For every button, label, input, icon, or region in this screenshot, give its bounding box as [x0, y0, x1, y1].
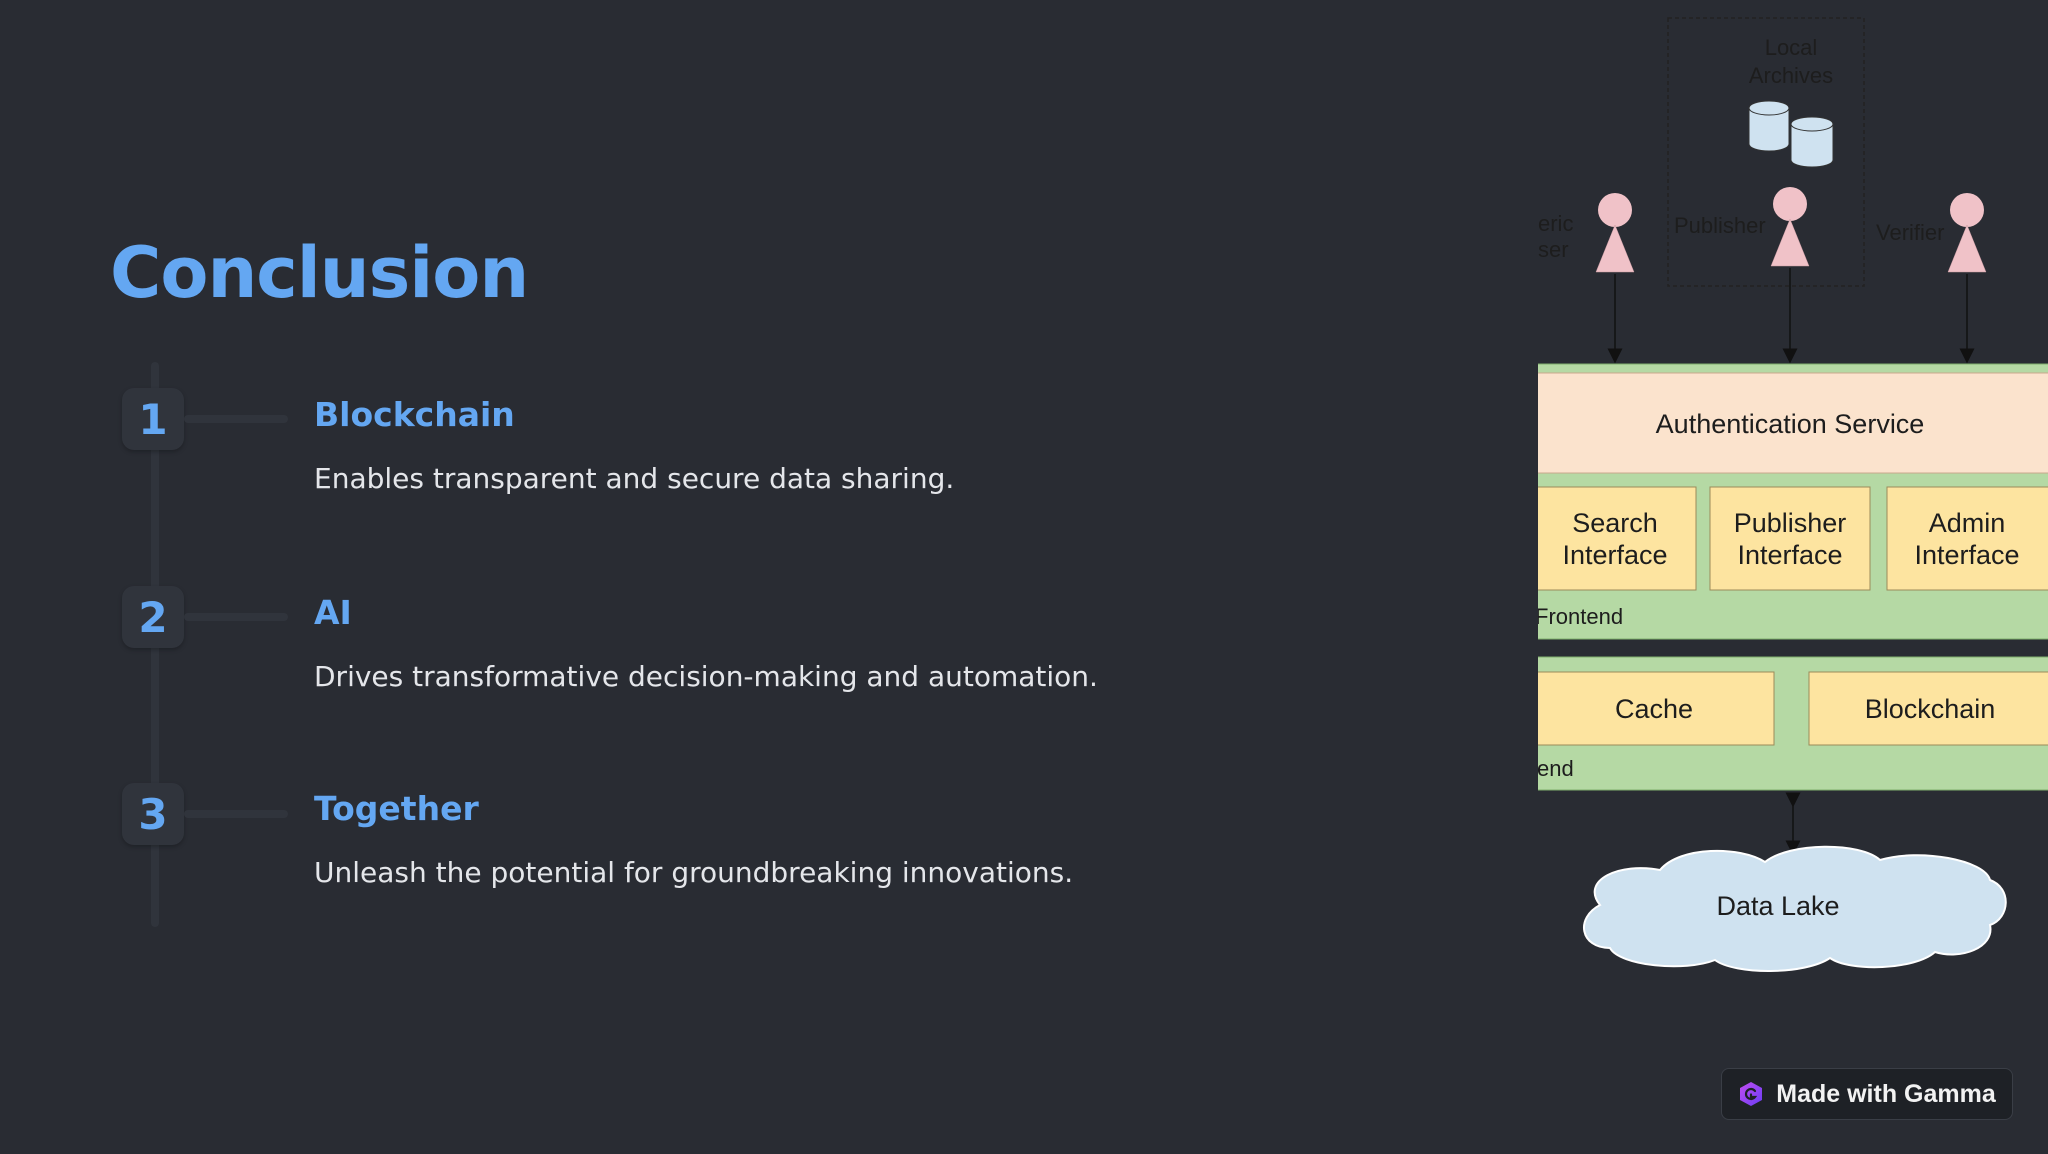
gamma-badge-label: Made with Gamma	[1776, 1079, 1996, 1108]
step-heading: Together	[314, 789, 479, 828]
step-description: Enables transparent and secure data shar…	[314, 462, 955, 495]
admin-interface-label: Admin	[1929, 508, 2006, 538]
cache-label: Cache	[1615, 694, 1693, 724]
backend-label: end	[1538, 756, 1574, 781]
database-icon	[1748, 100, 1790, 152]
database-icon	[1790, 116, 1834, 168]
admin-interface-box	[1886, 486, 2048, 591]
cloud-icon	[1583, 845, 2007, 972]
gamma-logo-icon	[1740, 1082, 1763, 1106]
frontend-label: Frontend	[1538, 604, 1623, 629]
blockchain-box	[1808, 671, 2048, 746]
actor-label-verifier: Verifier	[1876, 220, 1944, 245]
step-heading: Blockchain	[314, 395, 515, 434]
search-interface-label: Interface	[1562, 540, 1667, 570]
made-with-gamma-button[interactable]: Made with Gamma	[1721, 1068, 2013, 1120]
verifier-actor-icon	[1947, 193, 1987, 273]
local-archives-label: Local	[1765, 35, 1818, 60]
publisher-actor-icon	[1770, 187, 1810, 267]
auth-service-label: Authentication Service	[1656, 409, 1925, 439]
step-heading: AI	[314, 593, 352, 632]
admin-interface-label: Interface	[1914, 540, 2019, 570]
step-number-badge: 2	[122, 586, 184, 648]
page-title: Conclusion	[110, 232, 529, 314]
search-interface-box	[1538, 486, 1697, 591]
auth-service-box	[1538, 372, 2048, 474]
blockchain-label: Blockchain	[1865, 694, 1996, 724]
step-connector	[184, 613, 288, 621]
publisher-interface-label: Publisher	[1734, 508, 1847, 538]
architecture-diagram: Local Archives eric ser Publish	[1538, 0, 2048, 1000]
user-actor-icon	[1595, 193, 1635, 273]
data-lake-label: Data Lake	[1716, 891, 1839, 921]
search-interface-label: Search	[1572, 508, 1658, 538]
step-connector	[184, 810, 288, 818]
cache-box	[1538, 671, 1775, 746]
step-description: Drives transformative decision-making an…	[314, 660, 1098, 693]
actor-label-publisher: Publisher	[1674, 213, 1766, 238]
archives-boundary	[1667, 17, 1865, 287]
actor-label-generic: eric	[1538, 211, 1573, 236]
step-number-badge: 1	[122, 388, 184, 450]
publisher-interface-box	[1709, 486, 1871, 591]
actor-label-generic: ser	[1538, 237, 1569, 262]
step-description: Unleash the potential for groundbreaking…	[314, 856, 1074, 889]
step-number-badge: 3	[122, 783, 184, 845]
publisher-interface-label: Interface	[1737, 540, 1842, 570]
step-connector	[184, 415, 288, 423]
local-archives-label: Archives	[1749, 63, 1833, 88]
